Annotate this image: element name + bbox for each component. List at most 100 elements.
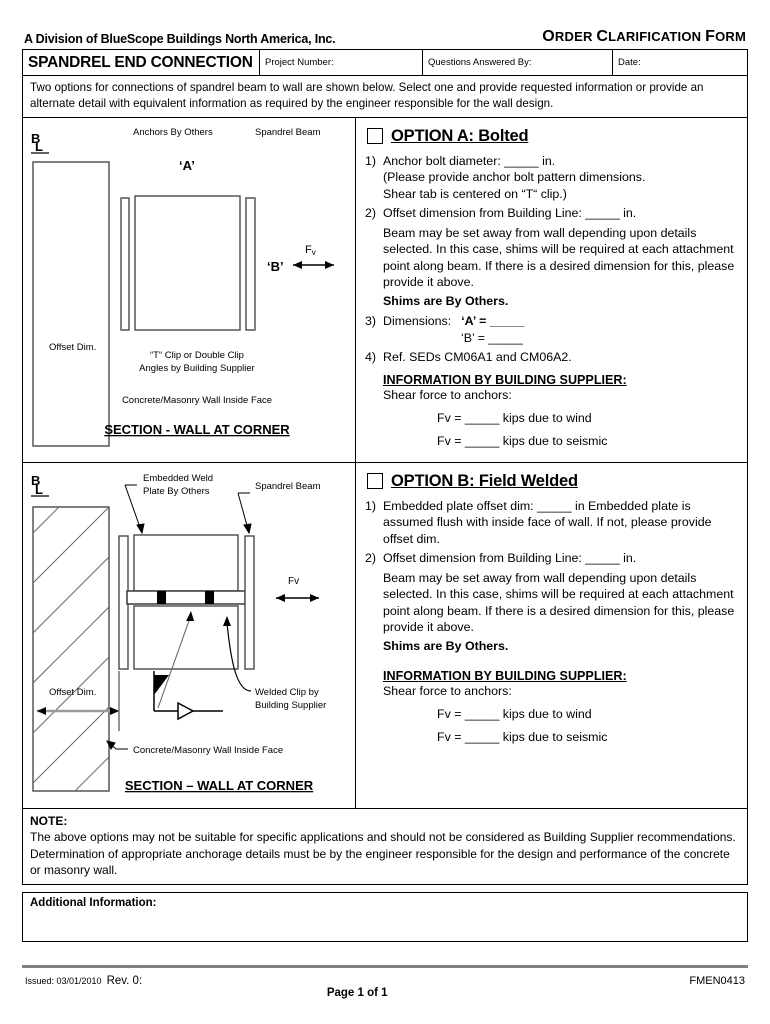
option-b-item-1: 1) Embedded plate offset dim: _____ in E…: [365, 498, 739, 548]
label-dim-a: ‘A’: [179, 158, 195, 173]
intro-text: Two options for connections of spandrel …: [22, 76, 748, 118]
option-a-fv-wind: Fv = _____ kips due to wind: [437, 410, 592, 425]
option-a-item-4-num: 4): [365, 350, 377, 365]
label-fv-b: Fv: [288, 576, 299, 587]
option-a-item-4: 4) Ref. SEDs CM06A1 and CM06A2.: [365, 349, 739, 366]
footer-left: Issued: 03/01/2010 Rev. 0:: [25, 975, 689, 987]
option-a-item-3: 3) Dimensions:‘A’ = _____ ‘B’ = _____: [365, 313, 739, 346]
section-title-b: SECTION – WALL AT CORNER: [125, 778, 314, 793]
footer-wrap: Issued: 03/01/2010 Rev. 0: Page 1 of 1: [25, 975, 689, 999]
option-b-item-1-line1: Embedded plate offset dim: _____ in Embe…: [383, 498, 712, 546]
drawing-a-svg: B L: [31, 127, 334, 447]
fv-arrow-a: [293, 260, 334, 269]
label-welded-clip-2: Building Supplier: [255, 700, 326, 711]
option-b-shear-label: Shear force to anchors:: [383, 684, 512, 699]
form-name-cell: SPANDREL END CONNECTION: [23, 50, 260, 75]
footer-rev: Rev. 0:: [106, 975, 143, 988]
bl-bottom-a: L: [35, 139, 43, 154]
option-b-row: B L: [22, 462, 748, 809]
option-b-drawing-panel: B L: [23, 462, 356, 808]
option-b-fv-wind: Fv = _____ kips due to wind: [437, 707, 592, 722]
option-b-item-1-num: 1): [365, 498, 377, 513]
option-a-item-2-body: Beam may be set away from wall depending…: [383, 225, 735, 290]
drawing-a: B L: [23, 118, 355, 462]
option-a-item-1-line3: Shear tab is centered on “T“ clip.): [383, 186, 567, 201]
option-a-item-1-line2: (Please provide anchor bolt pattern dime…: [383, 170, 646, 185]
footer: Issued: 03/01/2010 Rev. 0: Page 1 of 1 F…: [22, 975, 748, 999]
additional-information-box[interactable]: Additional Information:: [22, 892, 748, 943]
option-a-items-cont: 3) Dimensions:‘A’ = _____ ‘B’ = _____ 4)…: [365, 313, 739, 366]
label-offset-b: Offset Dim.: [49, 687, 96, 698]
option-a-item-1-line1: Anchor bolt diameter: _____ in.: [383, 153, 556, 168]
option-a-supplier-heading: INFORMATION BY BUILDING SUPPLIER:: [383, 372, 627, 387]
form-title-p3: LARIFICATION: [608, 29, 706, 44]
header-table: SPANDREL END CONNECTION Project Number: …: [22, 49, 748, 76]
label-anchors-a: Anchors By Others: [133, 127, 213, 138]
note-label: NOTE:: [30, 813, 68, 828]
division-text: A Division of BlueScope Buildings North …: [24, 32, 336, 46]
option-b-item-2-bold-note: Shims are By Others.: [383, 638, 509, 653]
option-a-item-1: 1) Anchor bolt diameter: _____ in. (Plea…: [365, 153, 739, 203]
option-a-drawing-panel: B L: [23, 117, 356, 462]
option-a-row: B L: [22, 117, 748, 463]
project-number-field[interactable]: Project Number:: [260, 50, 423, 75]
option-b-item-2-body: Beam may be set away from wall depending…: [383, 570, 735, 635]
option-a-items: 1) Anchor bolt diameter: _____ in. (Plea…: [365, 153, 739, 222]
date-field[interactable]: Date:: [618, 57, 641, 68]
label-spandrel-a: Spandrel Beam: [255, 127, 321, 138]
option-b-spacer: [365, 654, 739, 662]
option-a-item-4-line1: Ref. SEDs CM06A1 and CM06A2.: [383, 350, 572, 365]
option-a-dim-b: ‘B’ = _____: [461, 330, 523, 345]
option-b-item-2-num: 2): [365, 551, 377, 566]
bl-top-a: B: [31, 131, 40, 146]
option-b-checkbox[interactable]: [367, 473, 383, 490]
option-b-item-2-line1: Offset dimension from Building Line: ___…: [383, 551, 637, 566]
label-tclip-1: “T“ Clip or Double Clip: [150, 350, 244, 361]
weld-symbol: [153, 670, 223, 721]
footer-doc-code: FMEN0413: [689, 975, 745, 988]
option-b-items: 1) Embedded plate offset dim: _____ in E…: [365, 498, 739, 567]
option-a-text-panel: OPTION A: Bolted 1) Anchor bolt diameter…: [356, 118, 747, 462]
option-a-item-1-num: 1): [365, 153, 377, 168]
label-wall-face-b: Concrete/Masonry Wall Inside Face: [133, 745, 283, 756]
section-title-a: SECTION - WALL AT CORNER: [104, 422, 290, 437]
label-embedded-1: Embedded Weld: [143, 473, 213, 484]
option-a-item-2-line1: Offset dimension from Building Line: ___…: [383, 206, 637, 221]
label-tclip-2: Angles by Building Supplier: [139, 363, 255, 374]
option-b-text-panel: OPTION B: Field Welded 1) Embedded plate…: [356, 463, 747, 808]
option-a-item-2-bold-note: Shims are By Others.: [383, 293, 509, 308]
fv-arrow-b: [276, 593, 319, 602]
label-embedded-2: Plate By Others: [143, 486, 210, 497]
option-b-item-2: 2) Offset dimension from Building Line: …: [365, 550, 739, 567]
option-a-title: OPTION A: Bolted: [391, 126, 529, 145]
form-title-p1: RDER: [554, 29, 597, 44]
option-a-shear-label: Shear force to anchors:: [383, 387, 512, 402]
form-title-p0: O: [542, 28, 555, 45]
form-title-p4: F: [705, 28, 716, 45]
option-b-title: OPTION B: Field Welded: [391, 471, 578, 490]
option-a-fv-seismic: Fv = _____ kips due to seismic: [437, 433, 608, 448]
footer-rule: [22, 965, 748, 969]
option-a-item-2: 2) Offset dimension from Building Line: …: [365, 205, 739, 222]
option-a-checkbox[interactable]: [367, 128, 383, 145]
option-a-heading: OPTION A: Bolted: [367, 127, 739, 146]
label-dim-b: ‘B’: [267, 259, 284, 274]
option-b-heading: OPTION B: Field Welded: [367, 472, 739, 491]
form-title: ORDER CLARIFICATION FORM: [542, 28, 746, 46]
bl-top-b: B: [31, 473, 40, 488]
option-b-fv-seismic: Fv = _____ kips due to seismic: [437, 730, 608, 745]
form-title-p5: ORM: [715, 29, 746, 44]
note-text: The above options may not be suitable fo…: [30, 830, 736, 877]
label-wall-face-a: Concrete/Masonry Wall Inside Face: [122, 395, 272, 406]
drawing-b: B L: [23, 463, 355, 808]
option-a-item-2-num: 2): [365, 206, 377, 221]
additional-information-label: Additional Information:: [30, 897, 157, 910]
label-offset-a: Offset Dim.: [49, 342, 96, 353]
option-a-dim-a: ‘A’ = _____: [461, 314, 525, 329]
drawing-b-svg: B L: [31, 473, 326, 793]
label-welded-clip-1: Welded Clip by: [255, 687, 319, 698]
label-spandrel-b: Spandrel Beam: [255, 481, 321, 492]
questions-answered-by-field[interactable]: Questions Answered By:: [423, 50, 613, 75]
footer-issued: Issued: 03/01/2010: [25, 976, 102, 987]
